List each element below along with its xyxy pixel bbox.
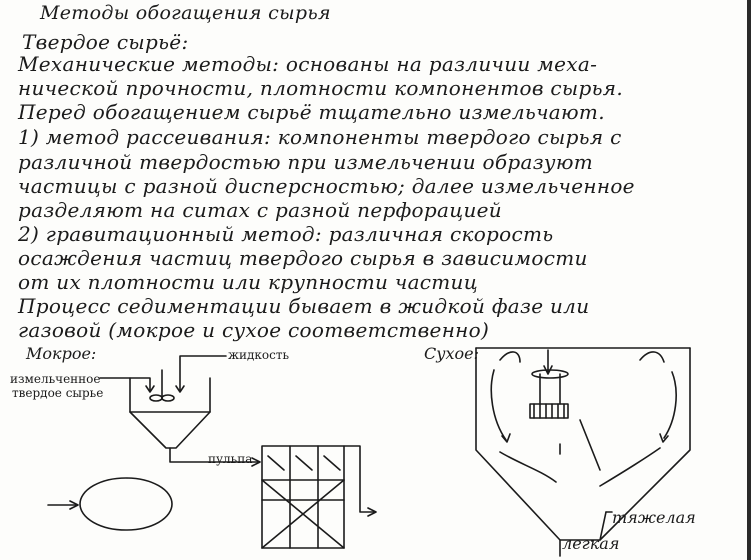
pulp-arrowhead xyxy=(251,457,261,467)
text-line-9: осаждения частиц твердого сырья в зависи… xyxy=(18,246,588,270)
liquid-feed-arrow xyxy=(179,355,227,391)
text-line-8: 2) гравитационный метод: различная скоро… xyxy=(18,222,554,246)
rotor-shafts xyxy=(539,373,561,405)
text-line-4: 1) метод рассеивания: компоненты твердог… xyxy=(18,125,622,149)
text-line-3: Перед обогащением сырьё тщательно измель… xyxy=(18,100,605,124)
text-line-10: от их плотности или крупности частиц xyxy=(18,270,478,294)
page-title: Методы обогащения сырья xyxy=(40,2,331,24)
flow-center xyxy=(579,419,601,471)
stirrer-blade-right xyxy=(161,394,175,402)
outlet-heavy-line xyxy=(599,511,607,541)
stirrer-blade-left xyxy=(149,394,163,402)
text-line-2: нической прочности, плотности компоненто… xyxy=(18,76,623,100)
classifier-cross xyxy=(261,479,345,549)
pulp-pipe xyxy=(169,447,259,463)
rotor-ribs xyxy=(533,403,565,419)
liquid-feed-arrowhead xyxy=(175,385,185,393)
wet-drum xyxy=(79,477,173,531)
feed-down-arrowhead xyxy=(543,365,553,375)
text-line-6: частицы с разной дисперсностью; далее из… xyxy=(18,174,635,198)
wet-tank xyxy=(129,377,211,413)
flow-inner-right xyxy=(599,447,661,487)
solid-feed-arrowhead xyxy=(145,385,155,393)
solid-feed-arrow xyxy=(99,377,151,391)
dry-label: Сухое: xyxy=(424,344,480,363)
flow-right-arrowhead xyxy=(659,433,669,443)
text-line-1: Механические методы: основаны на различи… xyxy=(18,52,598,76)
text-line-5: различной твердостью при измельчении обр… xyxy=(18,150,594,174)
section-subtitle: Твердое сырьё: xyxy=(22,30,189,54)
solid-label-2: твердое сырье xyxy=(12,386,104,400)
wet-hopper xyxy=(129,411,211,449)
drum-arrowhead xyxy=(69,500,79,510)
overflow-pipe xyxy=(343,445,375,513)
solid-label-1: измельченное xyxy=(10,372,101,386)
flow-left-arrowhead xyxy=(501,433,511,443)
classifier-dividers xyxy=(289,445,319,481)
heavy-label: тяжелая xyxy=(612,508,696,527)
fan-left xyxy=(499,351,521,363)
flow-right-down xyxy=(663,371,677,439)
text-line-11: Процесс седиментации бывает в жидкой фаз… xyxy=(18,294,590,318)
fan-right xyxy=(639,351,665,363)
flow-inner-left xyxy=(499,451,557,483)
liquid-label: жидкость xyxy=(228,348,290,362)
dry-separator-body xyxy=(475,347,691,541)
overflow-arrowhead xyxy=(367,507,377,517)
rotor-block xyxy=(529,403,569,419)
rotor-top xyxy=(531,369,569,379)
classifier-flow-lines xyxy=(267,455,341,471)
wet-label: Мокрое: xyxy=(26,344,97,363)
scan-edge xyxy=(747,0,751,560)
classifier-body xyxy=(261,479,345,549)
text-line-12: газовой (мокрое и сухое соответственно) xyxy=(18,318,490,342)
text-line-7: разделяют на ситах с разной перфорацией xyxy=(18,198,502,222)
flow-left-down xyxy=(490,369,507,441)
light-label: легкая xyxy=(562,534,620,553)
